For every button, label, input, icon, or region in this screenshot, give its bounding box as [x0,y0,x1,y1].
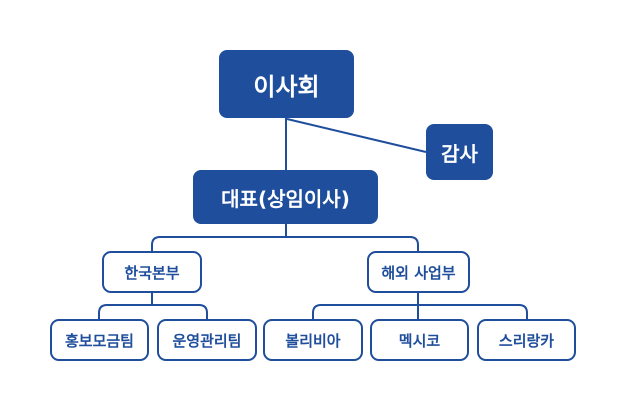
ceo-node: 대표(상임이사) [193,170,378,224]
team-node-mexico: 멕시코 [370,319,469,361]
team-node-operations: 운영관리팀 [157,319,257,361]
team-node-sri-lanka: 스리랑카 [477,319,576,361]
team-node-pr-fundraising: 홍보모금팀 [50,319,149,361]
board-to-audit-line [286,118,427,153]
korea-to-teams-connector [98,293,208,319]
audit-node: 감사 [426,124,493,180]
board-node: 이사회 [219,50,354,118]
korea-division-node: 한국본부 [102,251,202,293]
ceo-to-divisions-connector [151,224,419,251]
team-node-bolivia: 볼리비아 [263,319,363,361]
overseas-to-teams-connector [312,293,528,319]
overseas-division-node: 해외 사업부 [367,251,470,293]
